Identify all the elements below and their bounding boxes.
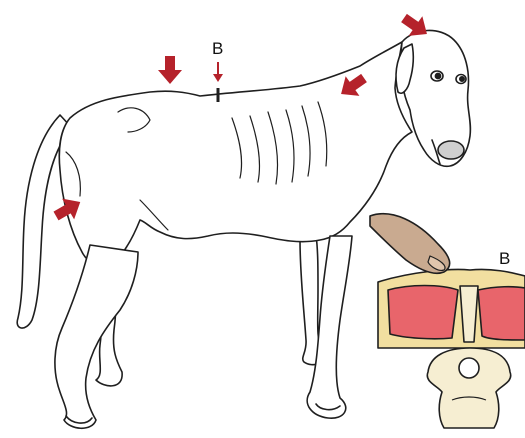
cross-section-inset [370, 214, 525, 428]
b-pointer-arrow-icon [213, 62, 223, 82]
arrow-icon-lumbar [158, 56, 182, 84]
dog-pupil-left [435, 73, 440, 78]
muscle-left [388, 286, 458, 339]
muscle-right [478, 287, 525, 340]
dog-nose [438, 141, 464, 159]
dog-b-label: B [212, 39, 223, 58]
spinous-process [460, 286, 478, 342]
spinal-canal [459, 358, 479, 378]
near-hind-leg [55, 245, 138, 428]
dog-pupil-right [460, 77, 464, 81]
inset-b-label: B [499, 249, 510, 268]
